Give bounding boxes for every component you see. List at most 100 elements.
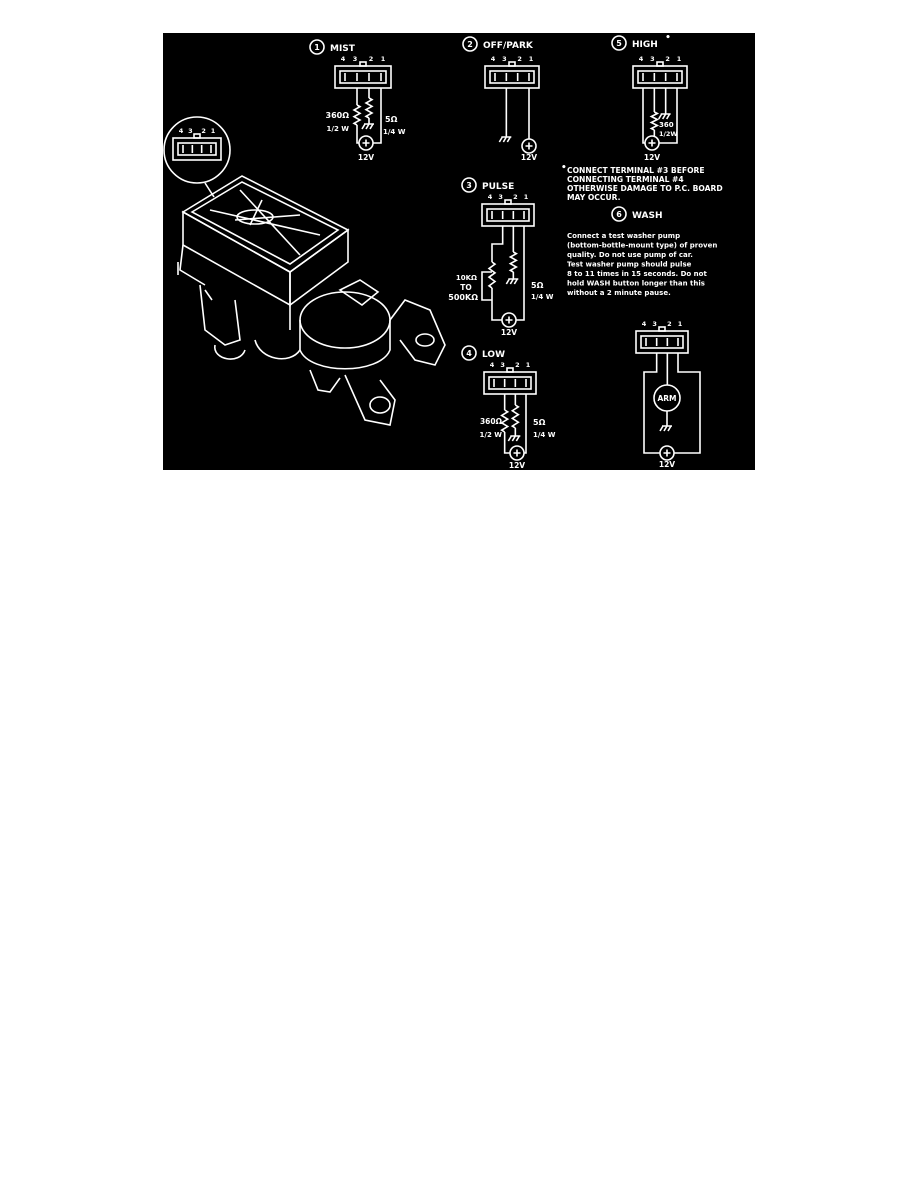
note-line: CONNECTING TERMINAL #4 <box>567 175 684 184</box>
panel-title: HIGH <box>632 40 658 50</box>
wire <box>503 432 510 454</box>
panel-title: WASH <box>632 211 663 221</box>
terminal-label: 4 <box>341 55 346 63</box>
step-number: 3 <box>466 181 472 190</box>
wire <box>373 88 382 144</box>
panel-title: PULSE <box>482 182 514 192</box>
resistor <box>364 97 374 119</box>
step-number: 4 <box>466 349 472 358</box>
label: 1/2W <box>659 130 678 138</box>
note-line: OTHERWISE DAMAGE TO P.C. BOARD <box>567 184 723 193</box>
terminal-label: 4 <box>179 127 184 135</box>
ground-icon <box>498 136 512 143</box>
resistor <box>487 261 497 289</box>
label: 1/4 W <box>383 128 406 136</box>
terminal-label: 4 <box>639 55 644 63</box>
terminal-label: 3 <box>353 55 358 63</box>
wire <box>491 226 504 262</box>
step-number-badge: 6 <box>611 206 627 222</box>
label: 1/2 W <box>327 125 350 133</box>
terminal-label: 4 <box>491 55 496 63</box>
instruction-line: Test washer pump should pulse <box>567 261 692 269</box>
ground-icon <box>659 425 672 432</box>
label: 5Ω <box>533 418 546 427</box>
terminal-label: 2 <box>665 55 670 63</box>
label: 5Ω <box>385 115 398 124</box>
ground-icon <box>361 123 374 130</box>
panel-title: LOW <box>482 350 505 360</box>
terminal-label: 2 <box>513 193 518 201</box>
terminal-label: 2 <box>667 320 672 328</box>
label: 10KΩ <box>456 274 477 282</box>
terminal-label: 4 <box>490 361 495 369</box>
step-number-badge: 5 <box>611 35 627 51</box>
wiper-motor-illustration <box>177 175 446 426</box>
terminal-label: 1 <box>677 55 682 63</box>
terminal-label: 3 <box>188 127 193 135</box>
connector-inset <box>163 116 231 198</box>
step-number: 5 <box>616 39 622 48</box>
terminal-label: 3 <box>498 193 503 201</box>
label: 1/4 W <box>531 293 554 301</box>
resistor <box>510 404 520 429</box>
wire <box>659 88 678 144</box>
label: 12V <box>509 461 525 470</box>
terminal-label: 1 <box>678 320 683 328</box>
ground-icon <box>505 278 519 285</box>
wire <box>516 226 525 321</box>
terminal-label: 4 <box>642 320 647 328</box>
instruction-line: quality. Do not use pump of car. <box>567 251 693 259</box>
battery-source-icon <box>501 312 517 328</box>
instruction-line: Connect a test washer pump <box>567 232 680 240</box>
battery-source-icon <box>521 138 537 154</box>
wash-instructions: Connect a test washer pump (bottom-bottl… <box>567 232 717 297</box>
terminal-label: 1 <box>381 55 386 63</box>
terminal-label: 1 <box>529 55 534 63</box>
terminal-label: 2 <box>515 361 520 369</box>
wire <box>481 271 492 301</box>
ground-icon <box>657 113 671 120</box>
step-number-badge: 2 <box>462 36 478 52</box>
step-number-badge: 1 <box>309 39 325 55</box>
step-number: 2 <box>467 40 473 49</box>
label: 12V <box>501 328 517 337</box>
step-number: 1 <box>314 43 320 52</box>
terminal-label: 2 <box>201 127 206 135</box>
label: 12V <box>521 153 537 162</box>
note-marker: • <box>561 163 567 173</box>
label: 12V <box>644 153 660 162</box>
step-number-badge: 3 <box>461 177 477 193</box>
wire <box>674 353 701 454</box>
label: 5Ω <box>531 281 544 290</box>
label: 360Ω <box>326 111 350 120</box>
caution-note: • CONNECT TERMINAL #3 BEFORE CONNECTING … <box>561 163 723 202</box>
label: 1/2 W <box>480 431 503 439</box>
step-number: 6 <box>616 210 622 219</box>
label: 360Ω <box>480 417 503 426</box>
battery-source-icon <box>509 445 525 461</box>
terminal-label: 4 <box>488 193 493 201</box>
caution-marker: • <box>665 33 671 43</box>
instruction-line: 8 to 11 times in 15 seconds. Do not <box>567 270 707 278</box>
terminal-label: 3 <box>502 55 507 63</box>
battery-source-icon <box>358 135 374 151</box>
terminal-label: 2 <box>517 55 522 63</box>
note-line: CONNECT TERMINAL #3 BEFORE <box>567 166 705 175</box>
ground-icon <box>507 435 521 442</box>
terminal-label: 1 <box>211 127 216 135</box>
panel-title: MIST <box>330 44 356 54</box>
label: TO <box>460 283 472 292</box>
